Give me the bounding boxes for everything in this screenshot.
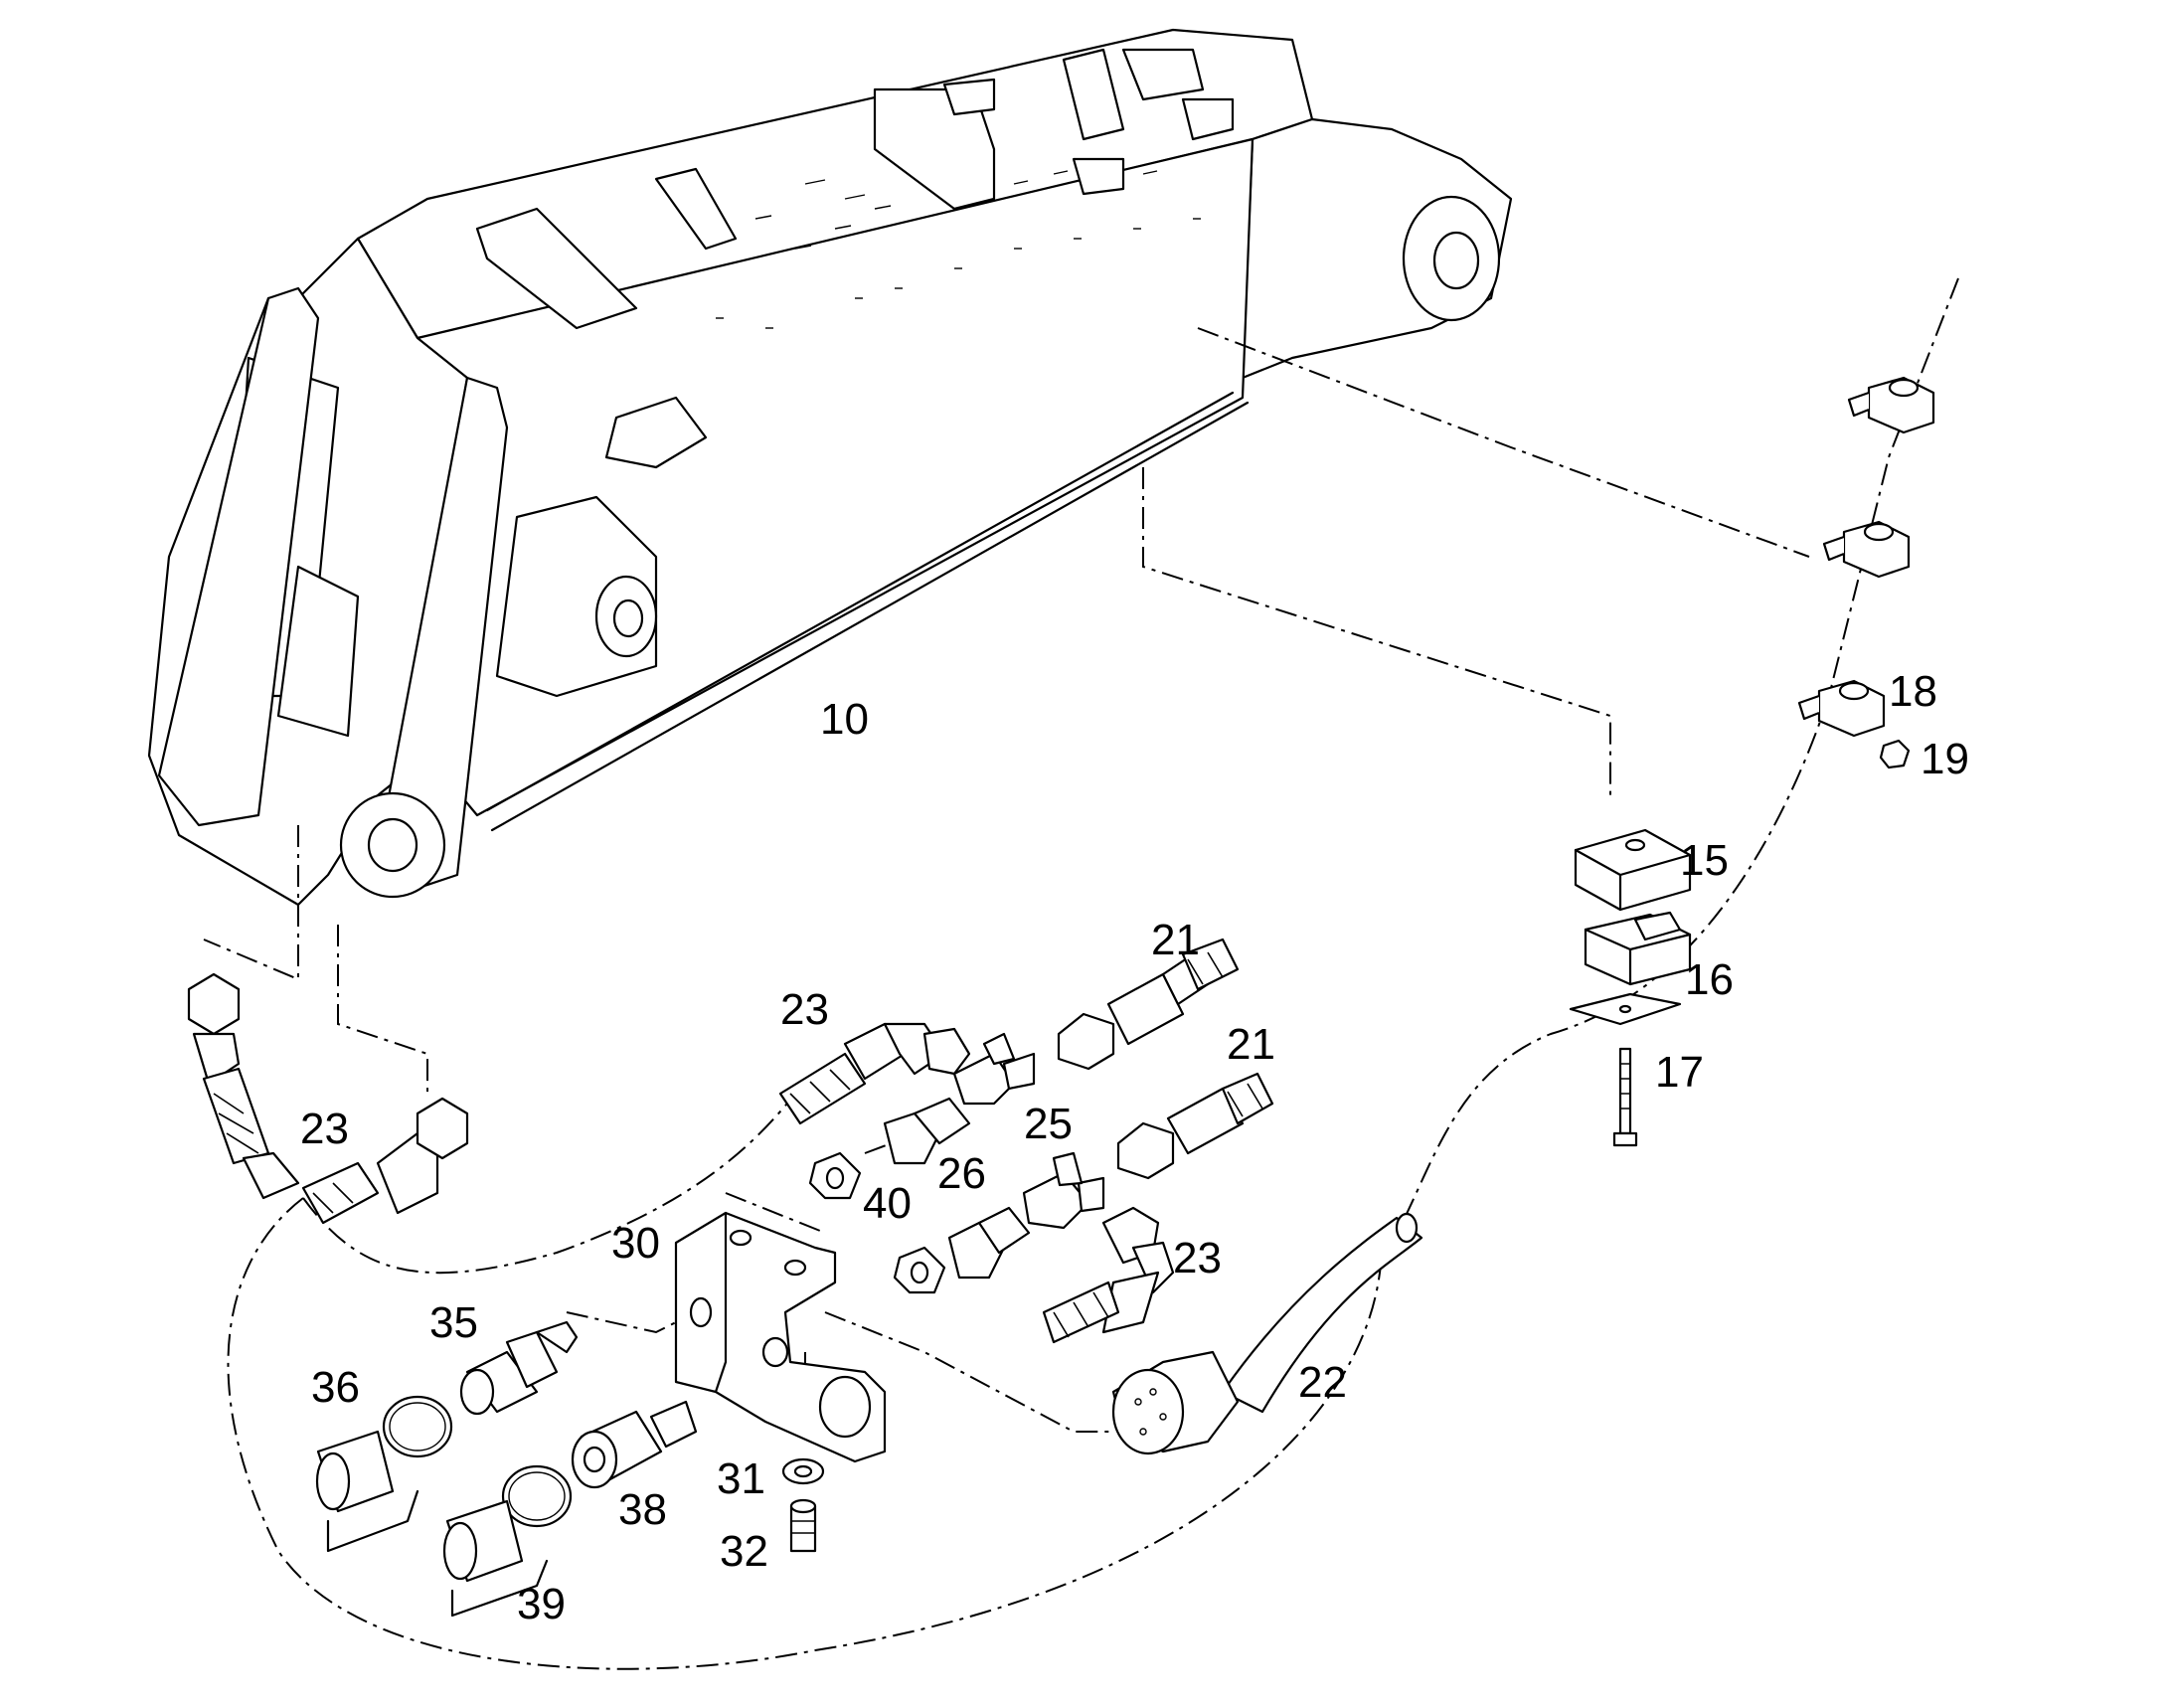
callout-31: 31 <box>717 1454 765 1503</box>
callout-23-lower: 23 <box>1173 1234 1222 1282</box>
callout-35: 35 <box>429 1298 478 1347</box>
bracket-30 <box>674 1211 887 1463</box>
oring-36 <box>382 1395 453 1458</box>
callout-32: 32 <box>720 1527 768 1576</box>
callout-25: 25 <box>1024 1100 1073 1148</box>
callout-17: 17 <box>1655 1048 1704 1097</box>
clamp-15-upper <box>1574 828 1692 912</box>
assembly-lines <box>203 277 1959 1670</box>
callout-15: 15 <box>1680 836 1729 885</box>
coupling-38 <box>571 1400 698 1489</box>
fitting-21-lower <box>1116 1072 1274 1180</box>
pclamp-18-b <box>1822 520 1911 579</box>
callout-23-upper: 23 <box>780 985 829 1034</box>
hose-23-left <box>187 972 469 1225</box>
clamp-15-lower <box>1584 911 1692 986</box>
hose-23-upper <box>778 1022 971 1125</box>
callout-36: 36 <box>311 1363 360 1412</box>
callout-19: 19 <box>1921 735 1969 783</box>
callout-21-lower: 21 <box>1227 1020 1275 1069</box>
fitting-26-upper <box>883 1097 971 1165</box>
nut-19 <box>1879 739 1911 769</box>
washer-31 <box>781 1457 825 1485</box>
callout-labels: 10 15 16 17 18 19 21 21 22 23 23 23 25 2… <box>300 667 1969 1628</box>
hose-23-lower <box>1042 1206 1175 1344</box>
fitting-21-upper <box>1057 938 1240 1071</box>
cap-36 <box>315 1430 419 1553</box>
callout-30: 30 <box>611 1219 660 1268</box>
callout-40: 40 <box>863 1179 912 1228</box>
pclamp-18-c <box>1797 679 1886 738</box>
callout-21-upper: 21 <box>1151 916 1200 964</box>
callout-26: 26 <box>937 1149 986 1198</box>
nut-40-upper <box>808 1151 862 1200</box>
callout-23-left: 23 <box>300 1105 349 1153</box>
callout-38: 38 <box>618 1485 667 1534</box>
tee-25-lower <box>1022 1151 1105 1230</box>
plate-16 <box>1569 992 1682 1026</box>
coupling-35 <box>459 1320 579 1416</box>
bolt-17 <box>1612 1047 1638 1147</box>
callout-10: 10 <box>820 695 869 744</box>
boom-arm <box>147 28 1513 907</box>
cap-39 <box>442 1499 549 1618</box>
callout-39: 39 <box>517 1580 566 1628</box>
tee-25-upper <box>952 1032 1036 1106</box>
callout-16: 16 <box>1685 955 1734 1004</box>
pclamp-18-a <box>1847 376 1935 434</box>
hose-22 <box>1111 1212 1423 1455</box>
fitting-26-lower <box>947 1206 1031 1280</box>
nut-40-lower <box>893 1246 946 1294</box>
callout-22: 22 <box>1298 1358 1347 1407</box>
callout-18: 18 <box>1889 667 1937 716</box>
screw-32 <box>789 1498 817 1553</box>
oring-39 <box>501 1464 573 1528</box>
